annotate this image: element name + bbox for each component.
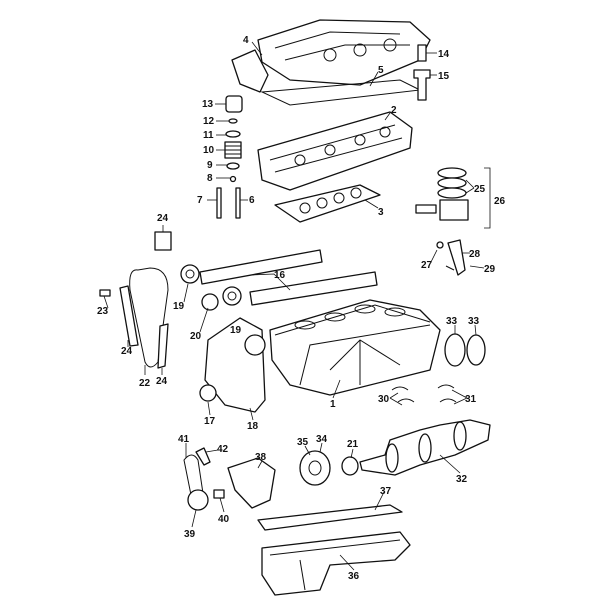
callout-1: 1 (330, 399, 336, 410)
callout-31: 31 (465, 394, 477, 405)
chain-tensioner-rail (157, 323, 169, 369)
callout-24a: 24 (157, 213, 169, 224)
callout-24c: 24 (156, 376, 168, 387)
part-42 (195, 447, 211, 466)
callout-38: 38 (255, 452, 267, 463)
oil-pan-gasket (257, 504, 403, 531)
head-gasket-holes (299, 187, 362, 214)
callout-16: 16 (274, 270, 286, 281)
oil-pump-sprocket (187, 489, 209, 511)
callout-10: 10 (203, 145, 215, 156)
callout-18: 18 (247, 421, 259, 432)
callout-34: 34 (316, 434, 328, 445)
cylinder-head (257, 111, 413, 191)
oil-filler (244, 334, 266, 356)
engine-block (269, 299, 441, 396)
callout-11: 11 (203, 130, 214, 141)
callout-23: 23 (97, 306, 109, 317)
chain-guide (119, 285, 139, 347)
part-40 (213, 489, 225, 499)
oil-pump (227, 457, 276, 509)
rear-seals (444, 333, 486, 367)
callout-19a: 19 (173, 301, 185, 312)
callout-6: 6 (249, 195, 255, 206)
cover-gasket-left (231, 49, 269, 93)
callout-40: 40 (218, 514, 230, 525)
valve-components (216, 95, 243, 219)
callout-36: 36 (348, 571, 360, 582)
callout-26: 26 (494, 196, 506, 207)
callout-33b: 33 (468, 316, 480, 327)
callout-25: 25 (474, 184, 486, 195)
callout-19b: 19 (230, 325, 242, 336)
seal-17 (199, 384, 217, 402)
callout-29: 29 (484, 264, 496, 275)
callout-7: 7 (197, 195, 203, 206)
oil-pan (261, 531, 411, 596)
cam-sensor (154, 231, 172, 251)
camshafts (180, 249, 378, 311)
bolt-23 (99, 289, 111, 297)
pistons (415, 167, 491, 276)
callout-33a: 33 (446, 316, 458, 327)
callout-17: 17 (204, 416, 216, 427)
callout-labels: 1 2 3 4 5 6 7 8 9 10 11 12 13 14 15 16 1… (97, 35, 506, 582)
vibration-damper (299, 450, 331, 486)
callout-2: 2 (391, 105, 397, 116)
callout-42: 42 (217, 444, 229, 455)
callout-9: 9 (207, 160, 213, 171)
callout-13: 13 (202, 99, 214, 110)
callout-21: 21 (347, 439, 359, 450)
callout-4: 4 (243, 35, 249, 46)
callout-35: 35 (297, 437, 309, 448)
part-15 (413, 69, 431, 101)
part-14 (417, 44, 427, 62)
timing-chain (129, 267, 169, 368)
callout-30: 30 (378, 394, 390, 405)
callout-24b: 24 (121, 346, 133, 357)
bearings (391, 384, 457, 403)
callout-15: 15 (438, 71, 450, 82)
callout-5: 5 (378, 65, 384, 76)
callout-41: 41 (178, 434, 190, 445)
callout-28: 28 (469, 249, 481, 260)
callout-22: 22 (139, 378, 151, 389)
callout-39: 39 (184, 529, 196, 540)
callout-27: 27 (421, 260, 433, 271)
callout-8: 8 (207, 173, 213, 184)
callout-32: 32 (456, 474, 468, 485)
callout-37: 37 (380, 486, 392, 497)
head-gasket (274, 184, 381, 223)
callout-20: 20 (190, 331, 202, 342)
crank-sprocket (341, 456, 359, 476)
crankshaft (359, 419, 491, 476)
callout-14: 14 (438, 49, 450, 60)
valve-cover (257, 19, 431, 86)
leader-lines (103, 41, 485, 571)
callout-12: 12 (203, 116, 215, 127)
callout-3: 3 (378, 207, 384, 218)
